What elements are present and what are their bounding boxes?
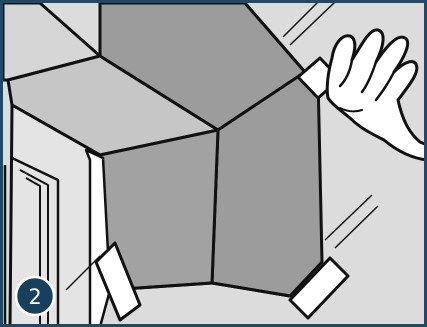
hand-icon (325, 28, 427, 162)
motion-line-2 (289, 1, 336, 46)
motion-line-3 (324, 194, 373, 241)
motion-line-4 (334, 205, 379, 249)
door-casing-line-2 (11, 156, 60, 327)
tape-strip-bottom-right (288, 256, 350, 320)
tape-strip-bottom-left (94, 241, 142, 322)
step-badge: 2 (14, 275, 56, 317)
floor-line (107, 281, 291, 298)
step-number: 2 (28, 285, 41, 309)
upper-wall-edge (243, 2, 307, 73)
motion-line-5 (65, 255, 101, 291)
motion-line-1 (282, 1, 319, 38)
step-badge-circle (14, 275, 56, 317)
door-casing-line-3 (19, 169, 49, 327)
